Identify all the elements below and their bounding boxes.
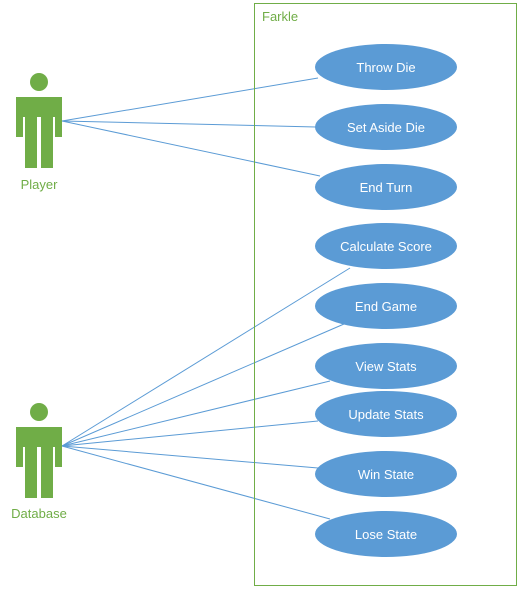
association-line-player-end-turn xyxy=(61,120,321,177)
association-line-database-end-game xyxy=(61,323,345,447)
system-title: Farkle xyxy=(262,9,298,24)
actor-torso xyxy=(16,427,62,447)
association-line-database-calculate-score xyxy=(61,267,351,447)
use-case-set-aside-die[interactable]: Set Aside Die xyxy=(315,104,457,150)
use-case-ellipse xyxy=(315,343,457,389)
use-case-update-stats[interactable]: Update Stats xyxy=(315,391,457,437)
use-case-label: Lose State xyxy=(355,527,417,542)
actor-left-leg xyxy=(25,445,37,498)
system-boundary xyxy=(254,3,517,586)
use-case-throw-die[interactable]: Throw Die xyxy=(315,44,457,90)
use-case-label: Calculate Score xyxy=(340,239,432,254)
actor-left-arm xyxy=(16,97,23,137)
association-line-database-view-stats xyxy=(61,380,331,447)
actor-right-leg xyxy=(41,115,53,168)
use-case-view-stats[interactable]: View Stats xyxy=(315,343,457,389)
use-case-ellipse xyxy=(315,44,457,90)
use-case-ellipse xyxy=(315,451,457,497)
association-line-player-set-aside-die xyxy=(61,120,317,128)
use-case-win-state[interactable]: Win State xyxy=(315,451,457,497)
actor-left-leg xyxy=(25,115,37,168)
use-case-ellipse xyxy=(315,104,457,150)
use-case-ellipse xyxy=(315,391,457,437)
use-case-label: View Stats xyxy=(355,359,417,374)
use-case-lose-state[interactable]: Lose State xyxy=(315,511,457,557)
use-case-ellipse xyxy=(315,283,457,329)
use-case-label: Win State xyxy=(358,467,414,482)
association-line-database-update-stats xyxy=(61,420,319,447)
use-case-ellipse xyxy=(315,164,457,210)
actor-label: Player xyxy=(21,177,59,192)
use-case-end-game[interactable]: End Game xyxy=(315,283,457,329)
use-case-label: Set Aside Die xyxy=(347,120,425,135)
actor-label: Database xyxy=(11,506,67,521)
use-case-label: End Game xyxy=(355,299,417,314)
actor-right-arm xyxy=(55,97,62,137)
actor-player[interactable]: Player xyxy=(16,73,62,192)
actor-database[interactable]: Database xyxy=(11,403,67,521)
associations xyxy=(61,77,351,520)
use-case-end-turn[interactable]: End Turn xyxy=(315,164,457,210)
association-line-database-win-state xyxy=(61,445,319,469)
use-case-label: Update Stats xyxy=(348,407,424,422)
actor-head xyxy=(30,73,48,91)
association-line-player-throw-die xyxy=(61,77,319,122)
actor-left-arm xyxy=(16,427,23,467)
use-case-calculate-score[interactable]: Calculate Score xyxy=(315,223,457,269)
use-case-label: End Turn xyxy=(360,180,413,195)
use-case-ellipse xyxy=(315,511,457,557)
actor-torso xyxy=(16,97,62,117)
actor-head xyxy=(30,403,48,421)
association-line-database-lose-state xyxy=(61,445,331,520)
use-case-label: Throw Die xyxy=(356,60,415,75)
use-case-ellipse xyxy=(315,223,457,269)
actor-right-arm xyxy=(55,427,62,467)
actor-right-leg xyxy=(41,445,53,498)
